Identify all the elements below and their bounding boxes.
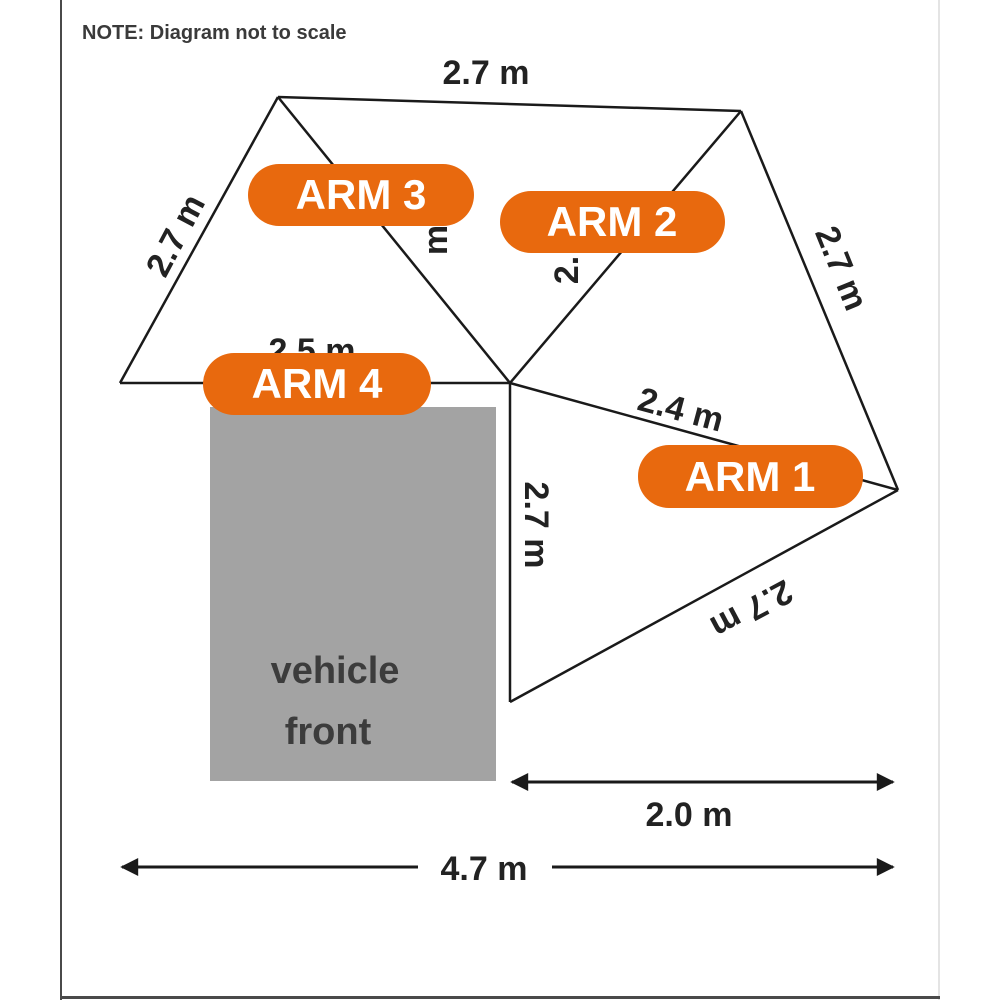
arm3-label: ARM 3 bbox=[248, 164, 474, 226]
dim-width-2: 2.0 m bbox=[646, 796, 733, 834]
vehicle-label-line2: front bbox=[285, 711, 372, 753]
top-edge-line bbox=[277, 95, 742, 113]
arm2-label: ARM 2 bbox=[500, 191, 725, 253]
arm2-text: ARM 2 bbox=[547, 198, 678, 245]
arm2-pill bbox=[500, 191, 725, 253]
dim-arm2-edge: 2. bbox=[548, 256, 586, 284]
arm4-text: ARM 4 bbox=[252, 360, 383, 407]
note-text: NOTE: Diagram not to scale bbox=[82, 22, 347, 44]
vehicle-label-line1: vehicle bbox=[271, 650, 400, 692]
arm3-pill bbox=[248, 164, 474, 226]
dim-right-edge: 2.7 m bbox=[807, 221, 875, 316]
frame-bottom-border bbox=[60, 996, 940, 999]
dim-vertical-edge: 2.7 m bbox=[517, 482, 555, 569]
frame-left-border bbox=[60, 0, 62, 1000]
dim-bottom-edge: 2.7 m bbox=[704, 572, 799, 646]
frame-right-border bbox=[938, 0, 940, 1000]
arm4-label: ARM 4 bbox=[203, 353, 431, 415]
arm4-pill bbox=[203, 353, 431, 415]
vehicle-block bbox=[210, 407, 496, 781]
arm3-text: ARM 3 bbox=[296, 171, 427, 218]
arm1-pill bbox=[638, 445, 863, 508]
bottom-edge-line bbox=[509, 488, 899, 704]
dim-width-total: 4.7 m bbox=[441, 850, 528, 888]
arm3-line bbox=[277, 96, 511, 384]
dim-top-edge: 2.7 m bbox=[443, 54, 530, 92]
arm1-text: ARM 1 bbox=[685, 453, 816, 500]
dim-arm3-edge: m bbox=[417, 225, 455, 255]
left-edge-line bbox=[118, 96, 280, 384]
arm1-label: ARM 1 bbox=[638, 445, 863, 508]
right-edge-line bbox=[739, 110, 900, 491]
